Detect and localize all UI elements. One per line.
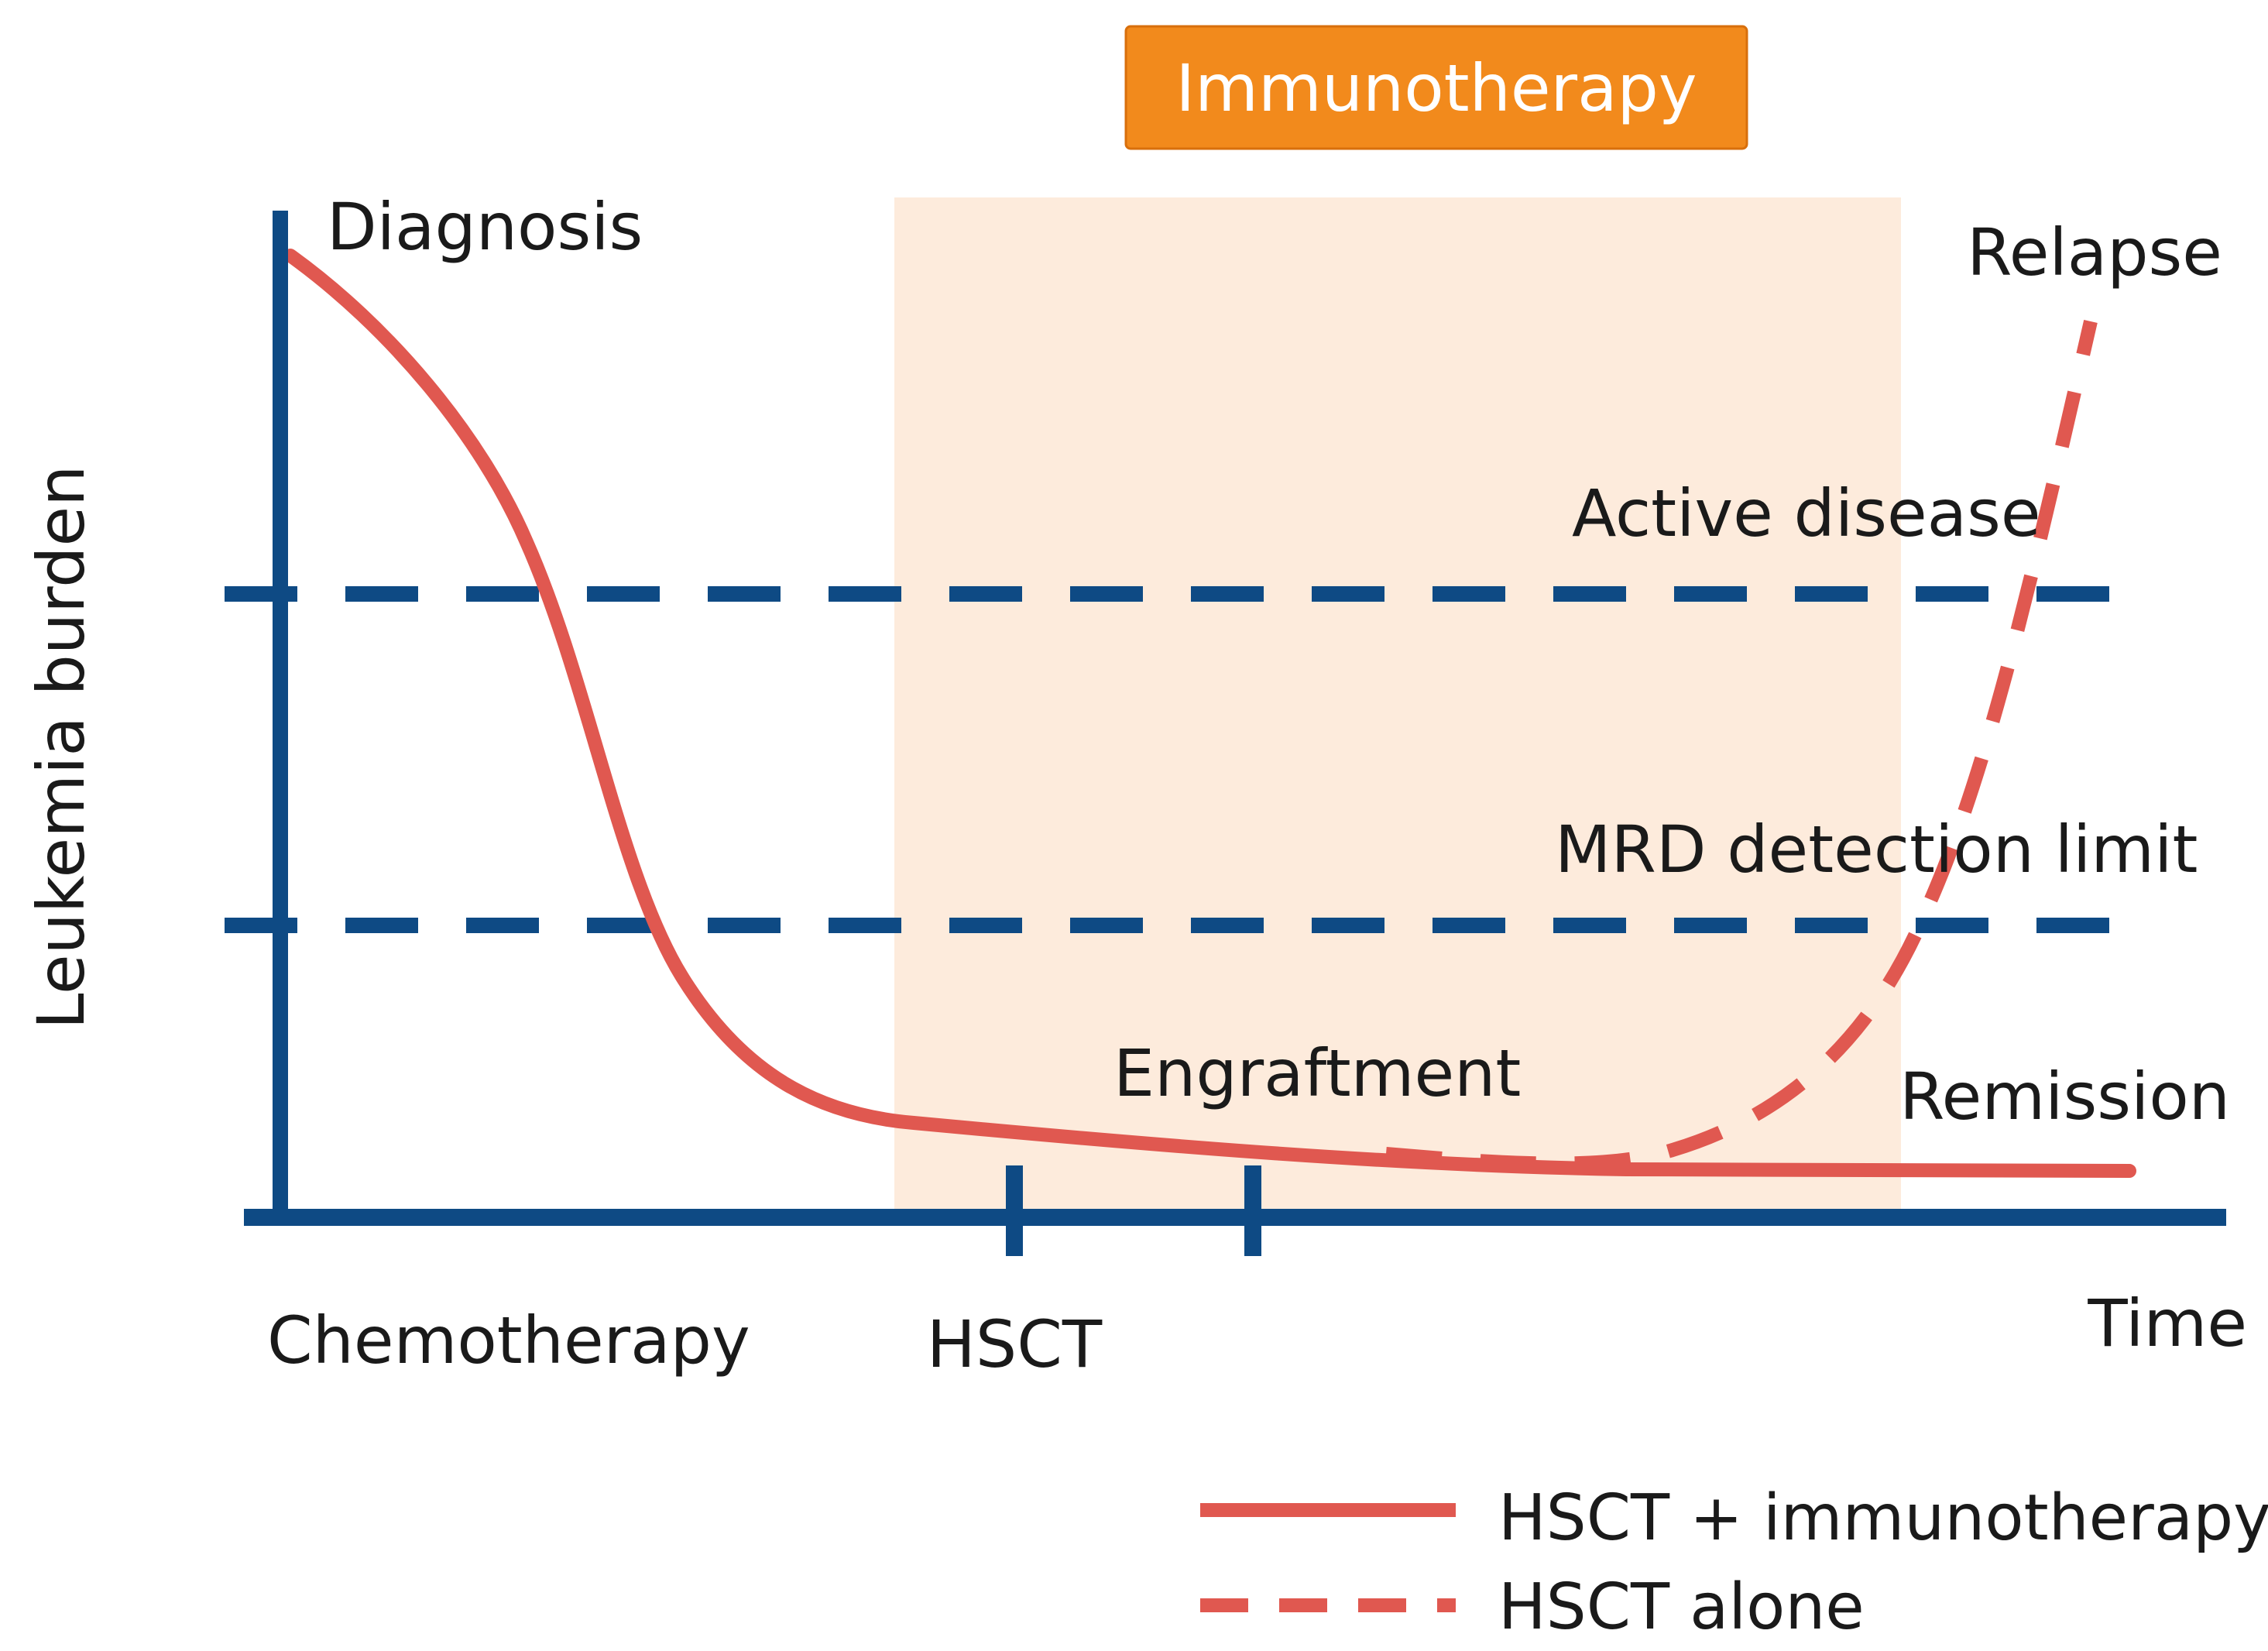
y-axis-label: Leukemia burden — [23, 465, 99, 1030]
active-disease-label: Active disease — [1572, 475, 2041, 551]
legend-dashed-label: HSCT alone — [1498, 1570, 1865, 1644]
legend: HSCT + immunotherapy HSCT alone — [1200, 1481, 2268, 1644]
remission-label: Remission — [1899, 1059, 2230, 1134]
immunotherapy-banner: Immunotherapy — [1124, 25, 1748, 150]
immunotherapy-shaded-period — [894, 197, 1901, 1220]
engraftment-label: Engraftment — [1113, 1035, 1521, 1111]
diagnosis-label: Diagnosis — [327, 189, 643, 265]
legend-solid-label: HSCT + immunotherapy — [1498, 1481, 2268, 1555]
x-axis-label: Time — [2087, 1285, 2247, 1361]
mrd-detection-limit-label: MRD detection limit — [1555, 812, 2198, 887]
relapse-label: Relapse — [1967, 215, 2222, 290]
hsct-immunotherapy-solid-curve — [283, 249, 2136, 1178]
chemotherapy-label: Chemotherapy — [267, 1303, 750, 1378]
hsct-label: HSCT — [927, 1306, 1103, 1382]
immunotherapy-banner-label: Immunotherapy — [1175, 50, 1697, 126]
